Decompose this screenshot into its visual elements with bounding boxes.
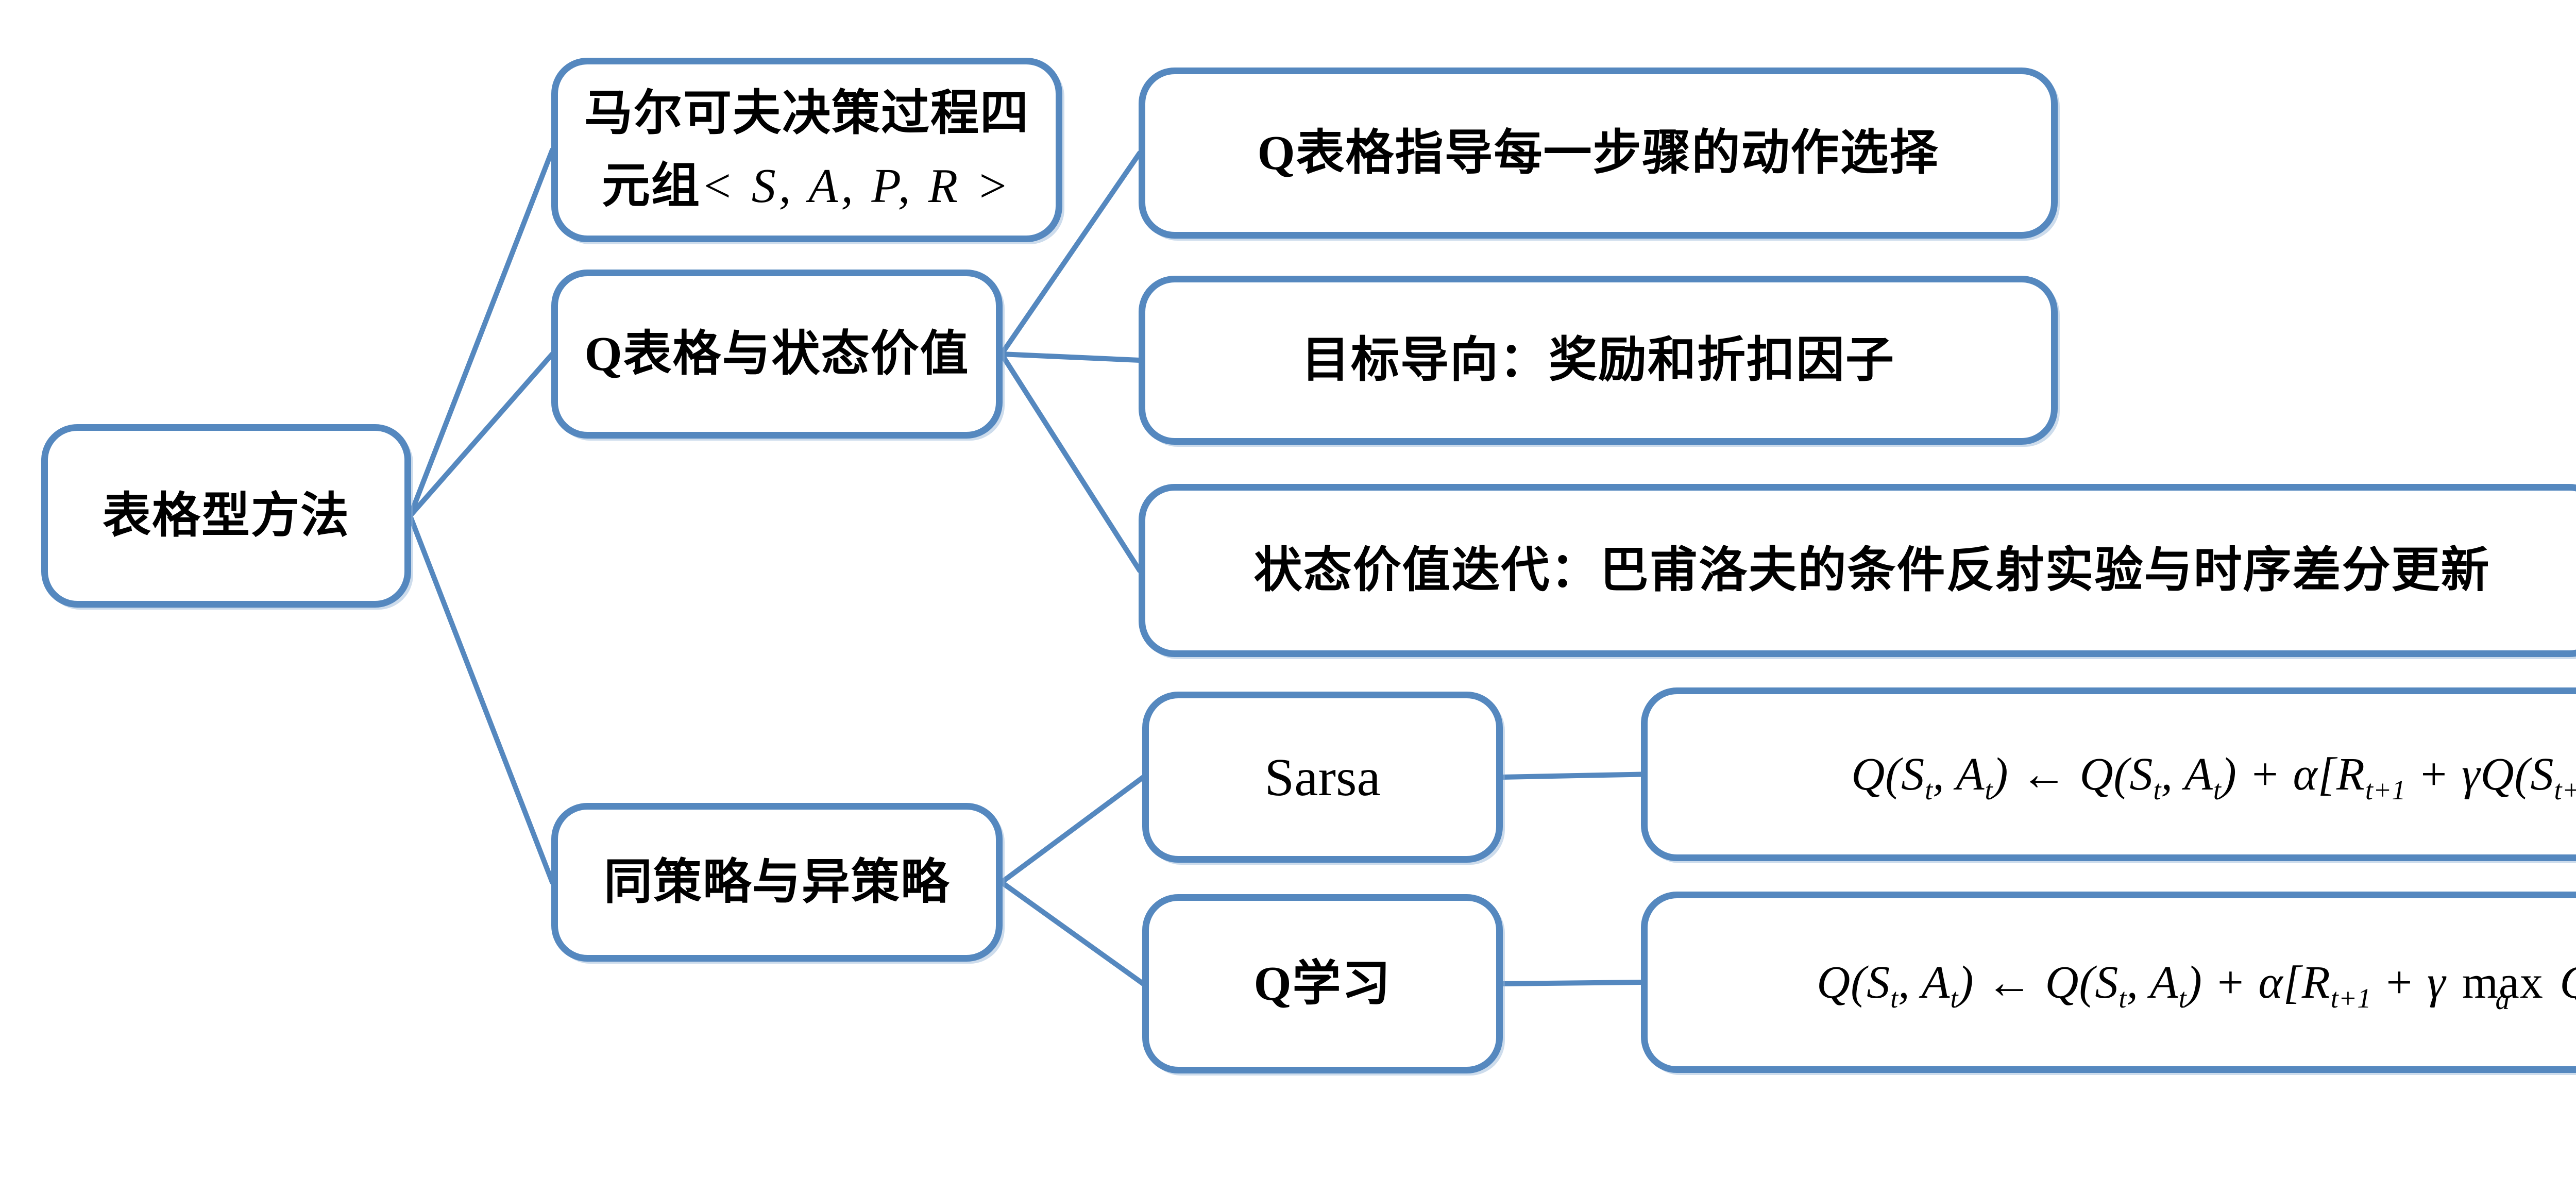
node-label: Q表格与状态价值 [584,327,970,381]
mdp-line2: 元组< S, A, P, R > [601,159,1012,213]
edge-policy-qlearning [999,880,1146,986]
node-qtable-action-selection: Q表格指导每一步骤的动作选择 [1139,68,2058,239]
edge-sarsa-sarsa_formula [1499,771,1645,780]
edge-root-qtable [408,351,555,518]
node-tabular-methods: 表格型方法 [41,424,411,608]
node-sarsa-update-formula: Q(St, At) ← Q(St, At) + α[Rt+1 + γQ(St+1… [1641,687,2576,861]
node-label: 表格型方法 [102,489,350,543]
edge-qtable-qtable_value [999,351,1142,573]
edge-qtable-qtable_step [999,150,1142,357]
node-sarsa: Sarsa [1142,692,1503,863]
node-goal-reward-discount: 目标导向：奖励和折扣因子 [1139,276,2058,445]
node-mdp-tuple: 马尔可夫决策过程四 元组< S, A, P, R > [551,58,1062,242]
edge-root-mdp [408,147,555,518]
node-state-value-iteration: 状态价值迭代：巴甫洛夫的条件反射实验与时序差分更新 [1139,484,2576,657]
sarsa-formula-text: Q(St, At) ← Q(St, At) + α[Rt+1 + γQ(St+1… [1851,749,2576,805]
node-on-off-policy: 同策略与异策略 [551,803,1003,962]
node-label: 目标导向：奖励和折扣因子 [1301,333,1895,387]
node-label: 状态价值迭代：巴甫洛夫的条件反射实验与时序差分更新 [1253,543,2490,597]
edge-root-policy [408,513,555,885]
node-label: Q表格指导每一步骤的动作选择 [1257,126,1939,180]
node-qtable-state-value: Q表格与状态价值 [551,270,1003,439]
edge-policy-sarsa [999,775,1146,885]
node-qlearning: Q学习 [1142,894,1503,1073]
node-label: 同策略与异策略 [603,855,950,909]
node-label: 马尔可夫决策过程四 元组< S, A, P, R > [584,77,1029,223]
mdp-tuple-math: < S, A, P, R > [700,159,1012,213]
mdp-line1: 马尔可夫决策过程四 [584,87,1029,140]
edge-qlearning-qlearning_formula [1499,980,1645,986]
edge-qtable-qtable_goal [999,351,1142,363]
node-label: Sarsa [1264,747,1381,807]
node-label: Q学习 [1253,956,1392,1011]
